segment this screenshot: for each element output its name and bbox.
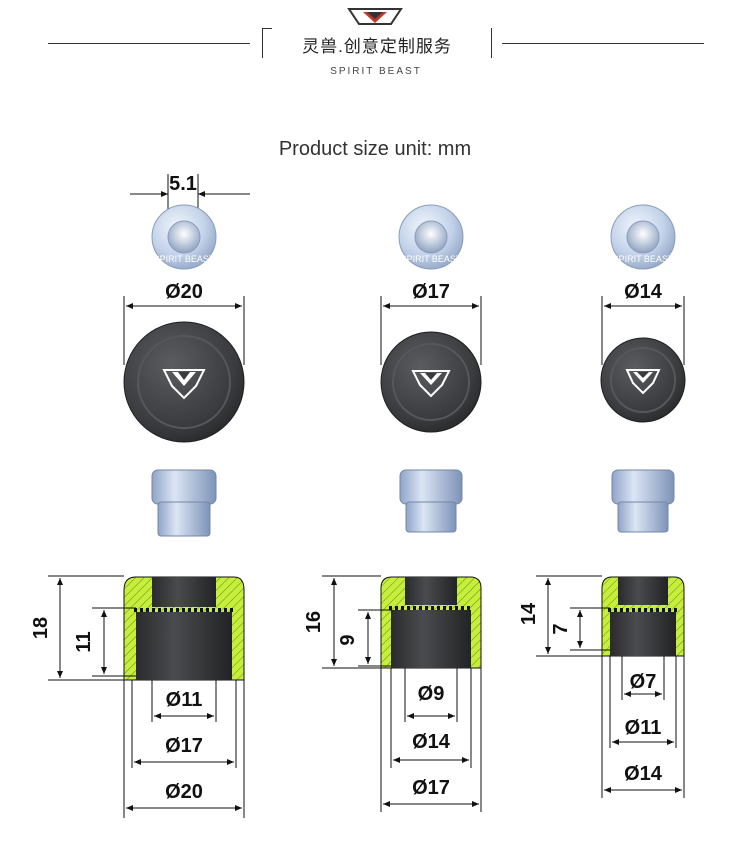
inner-height-label: 7 — [550, 623, 572, 634]
brand-box: 灵兽.创意定制服务 — [262, 28, 492, 58]
top-width-label: 5.1 — [169, 173, 197, 195]
cap-diameter-label: Ø20 — [165, 281, 203, 303]
height-label: 16 — [303, 611, 325, 633]
header-rule-right — [502, 43, 704, 44]
brand-title-en: SPIRIT BEAST — [330, 66, 422, 77]
bottom-dim-3: Ø14 — [624, 763, 663, 785]
cap-diameter-label: Ø14 — [624, 281, 663, 303]
bottom-dim-1: Ø11 — [166, 689, 203, 711]
bottom-dim-3: Ø20 — [165, 781, 203, 803]
brand-title-cn: 灵兽.创意定制服务 — [302, 37, 452, 56]
brand-header: 灵兽.创意定制服务 SPIRIT BEAST — [0, 0, 750, 90]
cap-diameter-label: Ø17 — [412, 281, 450, 303]
bottom-dim-1: Ø7 — [630, 671, 657, 693]
diamond-logo-icon — [347, 8, 403, 25]
bottom-dim-2: Ø14 — [412, 731, 451, 753]
inner-height-label: 9 — [337, 634, 359, 645]
bottom-dim-2: Ø11 — [625, 717, 662, 739]
washer-emblem-text: SPIRIT BEAST — [401, 254, 462, 264]
height-label: 14 — [518, 602, 540, 625]
header-rule-left — [48, 43, 250, 44]
brand-emblem-icon — [411, 370, 451, 398]
washer-emblem-text: SPIRIT BEAST — [613, 254, 674, 264]
brand-emblem-icon — [625, 369, 661, 395]
product-2: SPIRIT BEAST Ø17 16 9 Ø9 Ø14 — [303, 204, 482, 812]
product-1: 5.1 SPIRIT BEAST Ø20 18 11 — [30, 173, 250, 818]
bottom-dim-3: Ø17 — [412, 777, 450, 799]
brand-emblem-icon — [162, 369, 206, 400]
page-subtitle: Product size unit: mm — [278, 138, 472, 160]
product-3: SPIRIT BEAST Ø14 14 7 Ø7 Ø11 — [518, 204, 686, 798]
washer-emblem-text: SPIRIT BEAST — [154, 254, 215, 264]
bottom-dim-2: Ø17 — [165, 735, 203, 757]
height-label: 18 — [30, 617, 52, 639]
inner-height-label: 11 — [73, 631, 95, 652]
bottom-dim-1: Ø9 — [418, 683, 445, 705]
